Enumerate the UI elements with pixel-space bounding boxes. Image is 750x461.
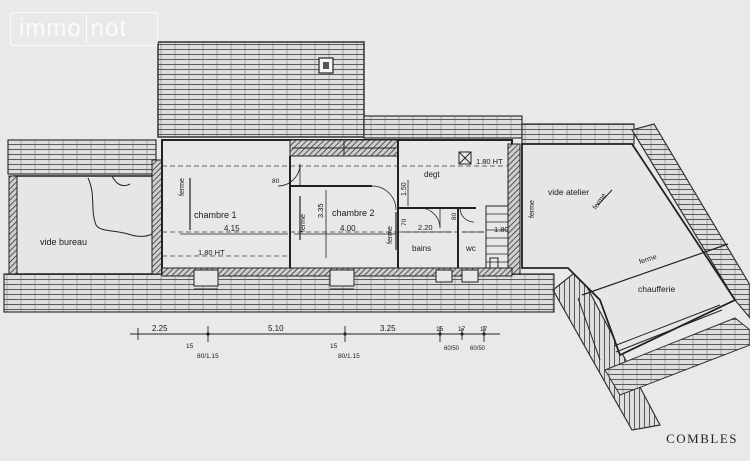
right-stair-wall <box>507 143 521 275</box>
label-ferme-4: ferme <box>529 200 536 218</box>
dim-ch2-width: 4.00 <box>340 224 356 233</box>
label-ferme-1: ferme <box>179 178 186 196</box>
roof-top-right <box>363 115 523 139</box>
label-ferme-2: ferme <box>300 214 307 232</box>
label-degt: degt <box>424 170 440 179</box>
dim-tick-3: 15 <box>436 326 444 333</box>
dim-total-1: 2.25 <box>152 324 168 333</box>
dim-tick-1: 15 <box>186 343 194 350</box>
watermark-divider <box>85 15 87 43</box>
dim-wc: 1.80 <box>494 225 509 234</box>
degt-marker-icon <box>458 151 472 165</box>
label-chambre2: chambre 2 <box>332 208 375 218</box>
roof-lower-bottom <box>604 317 750 396</box>
vide-atelier-area <box>521 143 737 357</box>
dim-degt-height: 1.80 HT <box>476 157 503 166</box>
door-width-b: 80 <box>451 212 458 220</box>
label-chambre1: chambre 1 <box>194 210 237 220</box>
vide-bureau-area <box>13 175 155 275</box>
plan-title: COMBLES <box>666 431 738 446</box>
roof-right-top <box>521 123 635 145</box>
watermark-left: immo <box>19 15 82 42</box>
dim-tick-4: 17 <box>458 326 466 333</box>
watermark-right: not <box>90 15 128 42</box>
label-vide-bureau: vide bureau <box>40 237 87 247</box>
label-wc: wc <box>465 244 476 253</box>
dim-tick-2: 15 <box>330 343 338 350</box>
door-width-a: 80 <box>272 178 280 185</box>
dim-sill-1: 80/1.15 <box>197 353 219 360</box>
dim-sill-2: 80/1.15 <box>338 353 360 360</box>
door-width-c: 70 <box>401 218 408 226</box>
label-bains: bains <box>412 244 431 253</box>
dim-total-3: 3.25 <box>380 324 396 333</box>
dim-ch2-depth: 3.35 <box>316 203 325 218</box>
dim-bains: 2.20 <box>418 223 433 232</box>
roof-right-diagonal <box>631 123 750 319</box>
roof-top-section <box>157 41 365 138</box>
wall-between-bureau-chambre1 <box>151 159 163 275</box>
label-chaufferie: chaufferie <box>638 284 675 294</box>
left-wall <box>8 175 18 275</box>
label-vide-atelier: vide atelier <box>548 187 589 197</box>
dim-total-2: 5.10 <box>268 324 284 333</box>
dim-degt-depth: 1.50 <box>401 182 408 196</box>
label-ferme-3: ferme <box>387 226 394 244</box>
dim-ch1-width: 4.15 <box>224 224 240 233</box>
dim-ch1-height: 1.80 HT <box>198 248 225 257</box>
dim-sill-4: 60/50 <box>470 346 486 352</box>
roof-left-top <box>7 139 157 175</box>
dim-tick-5: 17 <box>480 326 488 333</box>
immonot-watermark-logo: immo not <box>10 12 158 46</box>
dim-sill-3: 60/50 <box>444 346 460 352</box>
